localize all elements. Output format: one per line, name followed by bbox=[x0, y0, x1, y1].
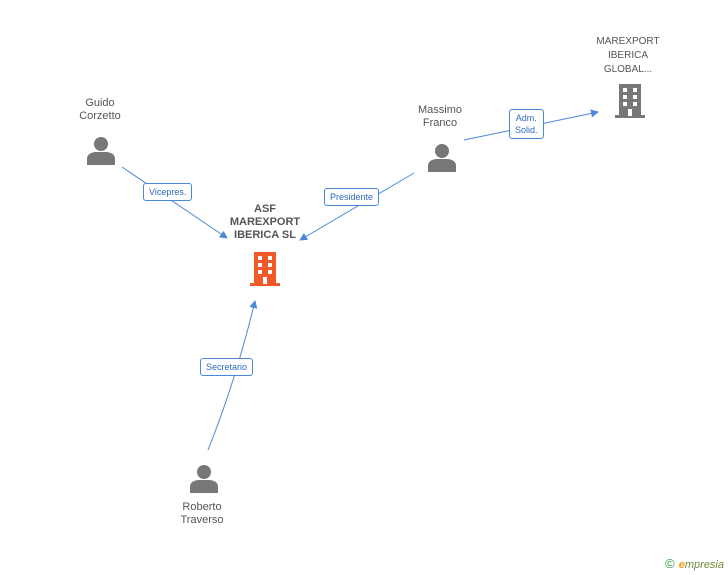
edge-label-text: Secretario bbox=[206, 362, 248, 372]
name-line: Massimo bbox=[417, 104, 462, 116]
center-company-name[interactable]: ASF MAREXPORT IBERICA SL bbox=[205, 203, 325, 242]
edge-label-presidente: Presidente bbox=[324, 188, 380, 206]
name-line: ASF bbox=[254, 203, 276, 215]
brand-name: mpresia bbox=[684, 559, 724, 571]
building-icon[interactable] bbox=[249, 252, 281, 286]
copyright-symbol: © bbox=[665, 556, 675, 571]
name-line: GLOBAL... bbox=[603, 64, 653, 75]
name-line: IBERICA bbox=[607, 50, 648, 61]
empresia-logo[interactable]: ©empresia bbox=[665, 556, 724, 571]
edge-label-text: Adm. bbox=[515, 113, 537, 123]
building-icon[interactable] bbox=[614, 84, 646, 118]
person-icon[interactable] bbox=[86, 135, 116, 165]
name-line: Guido bbox=[85, 97, 115, 109]
edge-label-text: Presidente bbox=[330, 192, 374, 202]
name-line: Traverso bbox=[180, 514, 224, 526]
name-line: Roberto bbox=[182, 501, 222, 513]
edge-massimo-center bbox=[299, 172, 415, 241]
name-line: MAREXPORT bbox=[229, 216, 301, 228]
person-name-guido[interactable]: Guido Corzetto bbox=[60, 97, 140, 123]
edge-label-adm-solid: Adm. Solid. bbox=[509, 109, 544, 139]
name-line: IBERICA SL bbox=[234, 229, 296, 241]
edge-label-secretario: Secretario bbox=[200, 358, 254, 376]
person-icon[interactable] bbox=[189, 463, 219, 493]
person-name-roberto[interactable]: Roberto Traverso bbox=[162, 501, 242, 527]
edge-roberto-center bbox=[207, 300, 258, 451]
edge-guido-center bbox=[121, 166, 228, 239]
person-icon[interactable] bbox=[427, 142, 457, 172]
name-line: Franco bbox=[422, 117, 458, 129]
brand-initial: e bbox=[678, 559, 685, 571]
name-line: Corzetto bbox=[79, 110, 121, 122]
edge-label-text: Vicepres. bbox=[149, 187, 187, 197]
edge-label-text: Solid. bbox=[515, 125, 538, 135]
name-line: MAREXPORT bbox=[596, 36, 660, 47]
person-name-massimo[interactable]: Massimo Franco bbox=[400, 104, 480, 130]
company-name-marexport-global[interactable]: MAREXPORT IBERICA GLOBAL... bbox=[578, 35, 678, 77]
edge-label-vicepres: Vicepres. bbox=[143, 183, 193, 201]
